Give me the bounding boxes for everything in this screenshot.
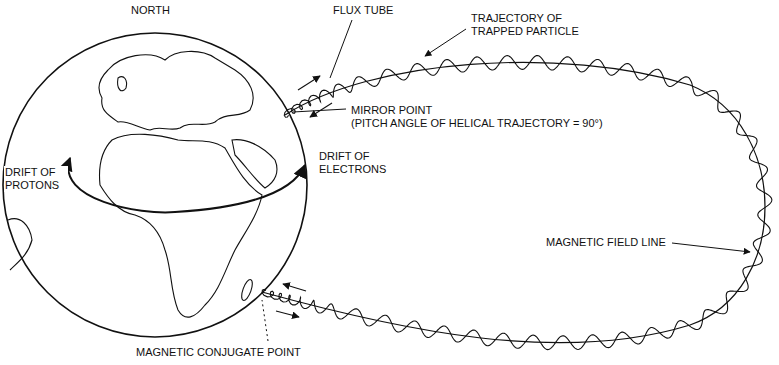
- earth-globe: [3, 33, 307, 337]
- field-line-label: MAGNETIC FIELD LINE: [545, 236, 667, 249]
- proton-drift-label: DRIFT OF PROTONS: [4, 166, 68, 192]
- drift-arrow: [68, 158, 305, 212]
- africa: [100, 134, 263, 317]
- south-america: [8, 219, 32, 270]
- flux-tube-label: FLUX TUBE: [332, 4, 394, 17]
- trajectory-label: TRAJECTORY OF TRAPPED PARTICLE: [470, 12, 587, 38]
- mirror-point-label: MIRROR POINT: [350, 104, 433, 117]
- leader-lines: [262, 20, 750, 341]
- conjugate-point-label: MAGNETIC CONJUGATE POINT: [135, 346, 302, 359]
- leader-line: [330, 20, 352, 78]
- particle-trajectory: [262, 56, 772, 350]
- flux-arrow: [276, 311, 299, 317]
- magnetic-field-line: [262, 62, 765, 342]
- flux-tube-arrows: [276, 76, 332, 317]
- flux-arrow: [298, 76, 320, 90]
- madagascar: [239, 278, 254, 301]
- pitch-angle-note: (PITCH ANGLE OF HELICAL TRAJECTORY = 90°…: [350, 117, 604, 130]
- leader-line: [262, 300, 268, 341]
- arabia: [232, 140, 277, 188]
- leader-line: [293, 109, 346, 112]
- europe: [99, 51, 253, 130]
- british-isles: [118, 77, 127, 91]
- flux-arrow: [283, 284, 306, 291]
- electron-drift-label: DRIFT OF ELECTRONS: [318, 150, 395, 176]
- leader-line: [425, 29, 466, 56]
- trajectory-path: [262, 56, 772, 350]
- leader-line: [672, 243, 750, 252]
- north-label: NORTH: [130, 4, 171, 17]
